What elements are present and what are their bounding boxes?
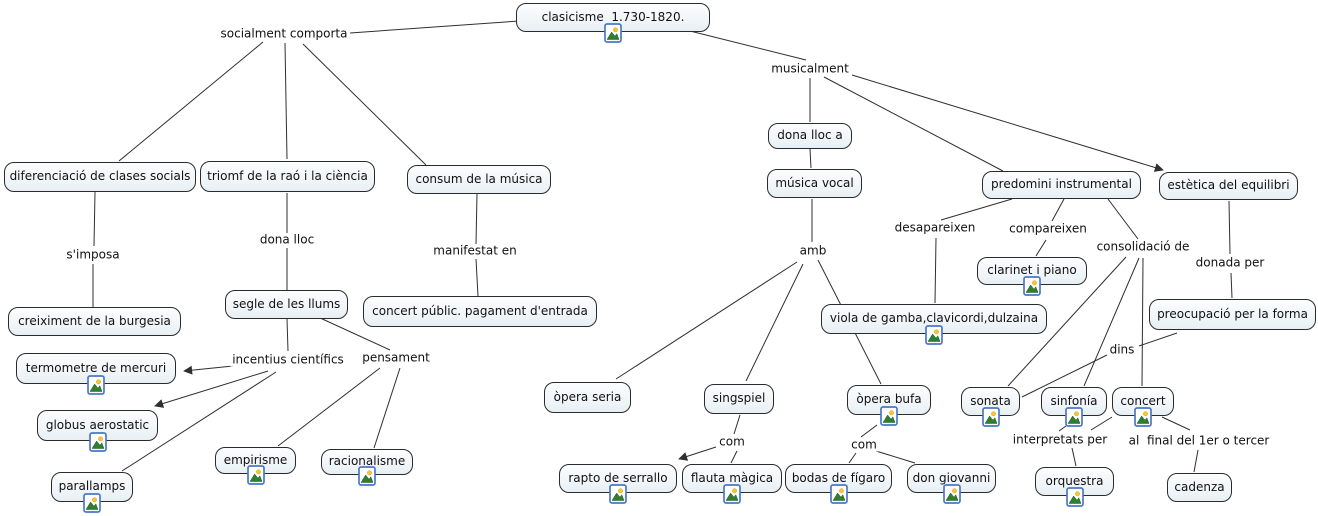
concept-label: dona lloc a bbox=[777, 128, 843, 143]
linking-phrase-s_imposa[interactable]: s'imposa bbox=[64, 247, 122, 262]
concept-label: òpera bufa bbox=[856, 392, 922, 407]
concept-label: don giovanni bbox=[912, 470, 991, 485]
image-resource-icon[interactable] bbox=[829, 484, 848, 504]
concept-node-segle[interactable]: segle de les llums bbox=[225, 290, 348, 319]
image-resource-icon[interactable] bbox=[1065, 487, 1084, 507]
linking-phrase-donada_per[interactable]: donada per bbox=[1193, 255, 1267, 270]
concept-label: segle de les llums bbox=[232, 296, 341, 311]
image-resource-icon[interactable] bbox=[1023, 276, 1041, 296]
image-resource-icon[interactable] bbox=[246, 465, 265, 485]
linking-phrase-com_singspiel[interactable]: com bbox=[717, 434, 747, 449]
concept-label: racionalisme bbox=[328, 454, 406, 469]
concept-node-viola[interactable]: viola de gamba,clavicordi,dulzaina bbox=[821, 304, 1047, 345]
concept-label: termometre de mercuri bbox=[25, 360, 167, 375]
concept-label: viola de gamba,clavicordi,dulzaina bbox=[829, 311, 1039, 326]
concept-node-estetica[interactable]: estètica del equilibri bbox=[1159, 172, 1298, 200]
linking-phrase-desapareixen[interactable]: desapareixen bbox=[892, 220, 978, 235]
concept-node-racionalisme[interactable]: racionalisme bbox=[321, 449, 413, 486]
concept-label: cadenza bbox=[1174, 479, 1225, 494]
concept-label: concert bbox=[1120, 393, 1166, 408]
concept-node-rapto[interactable]: rapto de serrallo bbox=[559, 464, 677, 504]
linking-phrase-dins[interactable]: dins bbox=[1107, 342, 1137, 357]
image-resource-icon[interactable] bbox=[83, 493, 101, 513]
concept-node-flauta[interactable]: flauta màgica bbox=[682, 464, 782, 504]
concept-node-creiximent[interactable]: creiximent de la burgesia bbox=[8, 307, 181, 336]
concept-label: globus aerostatic bbox=[45, 417, 150, 432]
concept-node-don_giovanni[interactable]: don giovanni bbox=[907, 464, 996, 504]
concept-node-sinfonia[interactable]: sinfonía bbox=[1041, 387, 1107, 427]
concept-label: creiximent de la burgesia bbox=[18, 313, 171, 328]
concept-label: clasicisme 1.730-1820. bbox=[541, 9, 685, 24]
concept-node-parallamps[interactable]: parallamps bbox=[51, 472, 133, 513]
concept-node-predomini[interactable]: predomini instrumental bbox=[982, 171, 1141, 199]
concept-node-globus[interactable]: globus aerostatic bbox=[37, 410, 158, 452]
concept-node-sonata[interactable]: sonata bbox=[961, 387, 1020, 427]
image-resource-icon[interactable] bbox=[1065, 407, 1083, 427]
concept-label: sonata bbox=[970, 393, 1011, 408]
concept-node-termometre[interactable]: termometre de mercuri bbox=[16, 353, 176, 395]
image-resource-icon[interactable] bbox=[981, 407, 1000, 427]
concept-label: rapto de serrallo bbox=[568, 470, 668, 485]
image-resource-icon[interactable] bbox=[87, 375, 105, 395]
concept-node-diferenciacio[interactable]: diferenciació de clases socials bbox=[4, 162, 196, 192]
linking-phrase-consolidacio_de[interactable]: consolidació de bbox=[1094, 239, 1192, 254]
concept-label: predomini instrumental bbox=[991, 177, 1132, 192]
concept-label: orquestra bbox=[1045, 473, 1104, 488]
concept-label: òpera seria bbox=[553, 389, 622, 404]
image-resource-icon[interactable] bbox=[880, 406, 898, 426]
image-resource-icon[interactable] bbox=[723, 484, 741, 504]
concept-node-concert_node[interactable]: concert bbox=[1112, 387, 1174, 427]
linking-phrase-pensament[interactable]: pensament bbox=[360, 350, 432, 365]
linking-phrase-musicalment[interactable]: musicalment bbox=[769, 61, 851, 76]
linking-phrase-al_final[interactable]: al final del 1er o tercer bbox=[1126, 433, 1272, 448]
linking-phrase-com_bufa[interactable]: com bbox=[849, 437, 879, 452]
linking-phrase-amb[interactable]: amb bbox=[797, 243, 829, 258]
concept-node-concert_public[interactable]: concert públic. pagament d'entrada bbox=[363, 296, 597, 327]
concept-node-consum[interactable]: consum de la música bbox=[407, 165, 551, 194]
image-resource-icon[interactable] bbox=[1134, 407, 1152, 427]
concept-node-clarinet[interactable]: clarinet i piano bbox=[977, 257, 1087, 296]
linking-phrase-socialment_comporta[interactable]: socialment comporta bbox=[218, 26, 350, 41]
concept-node-singspiel[interactable]: singspiel bbox=[704, 384, 774, 414]
image-resource-icon[interactable] bbox=[358, 466, 376, 486]
concept-label: flauta màgica bbox=[690, 470, 774, 485]
concept-node-triomf[interactable]: triomf de la raó i la ciència bbox=[200, 161, 375, 192]
concept-node-dona_lloc_a[interactable]: dona lloc a bbox=[768, 123, 852, 149]
image-resource-icon[interactable] bbox=[942, 484, 961, 504]
concept-node-musica_vocal[interactable]: música vocal bbox=[767, 169, 862, 198]
linking-phrase-dona_lloc[interactable]: dona lloc bbox=[257, 232, 317, 247]
concept-node-bodas[interactable]: bodas de fígaro bbox=[785, 464, 892, 504]
concept-node-opera_bufa[interactable]: òpera bufa bbox=[847, 385, 931, 426]
image-resource-icon[interactable] bbox=[925, 325, 943, 345]
concept-label: triomf de la raó i la ciència bbox=[207, 168, 368, 183]
concept-label: empirisme bbox=[223, 452, 288, 467]
concept-label: bodas de fígaro bbox=[791, 470, 886, 485]
concept-label: música vocal bbox=[775, 175, 854, 190]
concept-node-preocupacio[interactable]: preocupació per la forma bbox=[1149, 299, 1316, 330]
linking-phrase-manifestat_en[interactable]: manifestat en bbox=[431, 243, 519, 258]
concept-node-cadenza[interactable]: cadenza bbox=[1167, 473, 1232, 502]
concept-label: parallamps bbox=[58, 479, 126, 494]
linking-phrase-compareixen[interactable]: compareixen bbox=[1007, 221, 1089, 236]
image-resource-icon[interactable] bbox=[609, 484, 627, 504]
image-resource-icon[interactable] bbox=[604, 23, 622, 43]
concept-label: concert públic. pagament d'entrada bbox=[372, 303, 588, 318]
image-resource-icon[interactable] bbox=[88, 432, 107, 452]
concept-node-clasicisme[interactable]: clasicisme 1.730-1820. bbox=[516, 3, 710, 43]
concept-label: preocupació per la forma bbox=[1157, 306, 1308, 321]
concept-label: diferenciació de clases socials bbox=[9, 169, 191, 184]
concept-node-opera_seria[interactable]: òpera seria bbox=[544, 382, 631, 413]
linking-phrase-incentius_cientifics[interactable]: incentius científics bbox=[230, 352, 346, 367]
concept-label: clarinet i piano bbox=[987, 263, 1077, 278]
concept-label: singspiel bbox=[712, 391, 766, 406]
concept-label: sinfonía bbox=[1050, 393, 1098, 408]
linking-phrase-interpretats_per[interactable]: interpretats per bbox=[1010, 432, 1110, 447]
concept-node-orquestra[interactable]: orquestra bbox=[1035, 467, 1114, 507]
concept-node-empirisme[interactable]: empirisme bbox=[215, 447, 296, 485]
concept-label: consum de la música bbox=[415, 171, 543, 186]
concept-label: estètica del equilibri bbox=[1167, 178, 1290, 193]
